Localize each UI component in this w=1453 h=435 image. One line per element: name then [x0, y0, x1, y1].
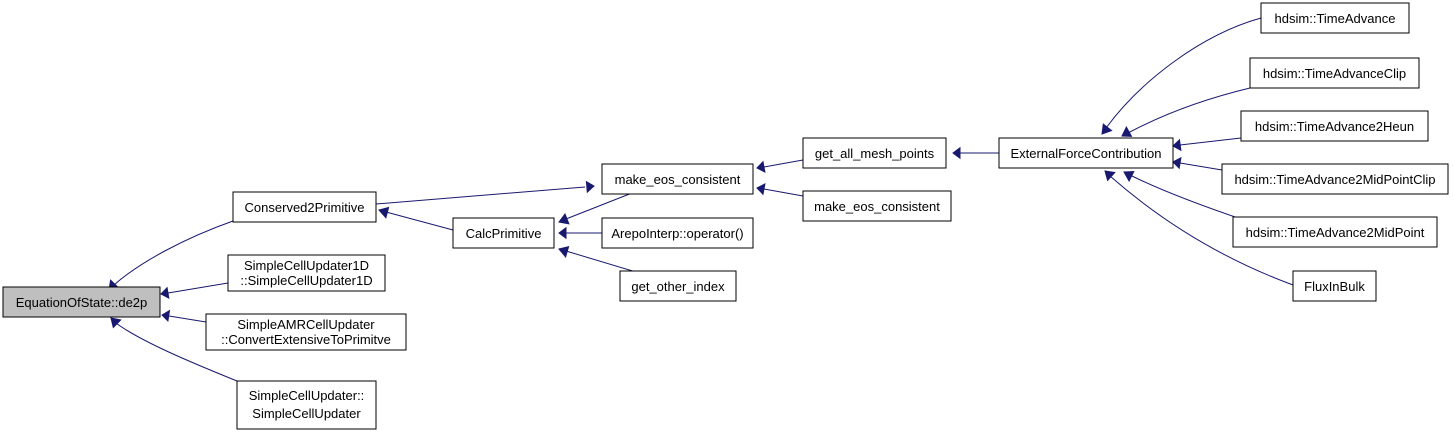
node-label: hdsim::TimeAdvance2Heun [1255, 119, 1414, 134]
edge-make-eos-consistent-to-calcprimitive [558, 192, 633, 225]
node-label-line-1: SimpleCellUpdater:: [249, 388, 365, 403]
edge-simplecellupdater1d-to-de2p [160, 282, 229, 300]
node-simplecellupdater1d[interactable]: SimpleCellUpdater1D ::SimpleCellUpdater1… [227, 254, 386, 292]
node-arepointerp[interactable]: ArepoInterp::operator() [601, 217, 754, 249]
node-fluxinbulk[interactable]: FluxInBulk [1292, 270, 1377, 302]
edge-conserved2primitive-to-make-eos-consistent [375, 180, 595, 205]
node-get-all-mesh-points[interactable]: get_all_mesh_points [802, 137, 947, 169]
node-label-line-2: ::ConvertExtensiveToPrimitve [221, 332, 391, 347]
edge-timeadvance2heun-to-externalforcecontribution [1172, 137, 1242, 152]
node-simpleamrcellupdater[interactable]: SimpleAMRCellUpdater ::ConvertExtensiveT… [205, 313, 407, 351]
node-label: Conserved2Primitive [245, 200, 365, 215]
node-calcprimitive[interactable]: CalcPrimitive [452, 217, 555, 249]
node-label: hdsim::TimeAdvance2MidPoint [1246, 225, 1425, 240]
node-simplecellupdater[interactable]: SimpleCellUpdater:: SimpleCellUpdater [236, 380, 377, 430]
edge-calcprimitive-to-conserved2primitive [378, 206, 454, 231]
edge-simpleamrcellupdater-to-de2p [161, 309, 207, 323]
node-label-line-1: SimpleAMRCellUpdater [237, 317, 375, 332]
edge-make-eos-consistent-2-to-make-eos-consistent [756, 182, 804, 197]
node-label-line-2: ::SimpleCellUpdater1D [240, 273, 372, 288]
edge-conserved2primitive-to-de2p [108, 220, 234, 291]
node-label: ExternalForceContribution [1010, 146, 1161, 161]
edge-get-other-index-to-calcprimitive [558, 246, 637, 273]
node-label: make_eos_consistent [615, 172, 741, 187]
node-timeadvance2midpointclip[interactable]: hdsim::TimeAdvance2MidPointClip [1221, 163, 1449, 195]
node-timeadvance2midpoint[interactable]: hdsim::TimeAdvance2MidPoint [1232, 216, 1438, 248]
node-label: get_other_index [631, 279, 725, 294]
node-make-eos-consistent-2[interactable]: make_eos_consistent [802, 190, 952, 222]
edge-simplecellupdater-to-de2p [110, 317, 238, 382]
node-label: ArepoInterp::operator() [611, 226, 743, 241]
node-label: EquationOfState::de2p [16, 295, 148, 310]
node-label-line-1: SimpleCellUpdater1D [244, 258, 369, 273]
node-label: hdsim::TimeAdvance [1275, 11, 1396, 26]
node-timeadvance2heun[interactable]: hdsim::TimeAdvance2Heun [1240, 110, 1429, 142]
node-get-other-index[interactable]: get_other_index [619, 270, 737, 302]
node-label: make_eos_consistent [814, 199, 940, 214]
edge-arepointerp-to-calcprimitive [558, 226, 602, 240]
node-label: get_all_mesh_points [815, 146, 935, 161]
edge-timeadvance2midpoint-to-externalforcecontribution [1123, 170, 1239, 219]
edge-timeadvance-to-externalforcecontribution [1101, 17, 1262, 135]
node-label-line-2: SimpleCellUpdater [252, 406, 361, 421]
node-conserved2primitive[interactable]: Conserved2Primitive [232, 191, 377, 223]
edge-timeadvanceclip-to-externalforcecontribution [1121, 87, 1251, 137]
node-timeadvance[interactable]: hdsim::TimeAdvance [1260, 2, 1410, 34]
node-label: CalcPrimitive [466, 226, 542, 241]
node-externalforcecontribution[interactable]: ExternalForceContribution [998, 137, 1174, 169]
node-timeadvanceclip[interactable]: hdsim::TimeAdvanceClip [1249, 57, 1420, 89]
nodes: EquationOfState::de2p Conserved2Primitiv… [2, 2, 1449, 430]
edge-timeadvance2midpointclip-to-externalforcecontribution [1172, 156, 1223, 171]
edge-get-all-mesh-points-to-make-eos-consistent [756, 159, 804, 174]
node-label: hdsim::TimeAdvance2MidPointClip [1234, 172, 1435, 187]
node-make-eos-consistent[interactable]: make_eos_consistent [601, 163, 754, 195]
edges [108, 17, 1294, 382]
edge-externalforcecontribution-to-get-all-mesh-points [952, 146, 999, 160]
node-label: hdsim::TimeAdvanceClip [1263, 66, 1406, 81]
node-label: FluxInBulk [1304, 279, 1365, 294]
edge-fluxinbulk-to-externalforcecontribution [1104, 170, 1294, 286]
node-de2p[interactable]: EquationOfState::de2p [2, 286, 161, 318]
